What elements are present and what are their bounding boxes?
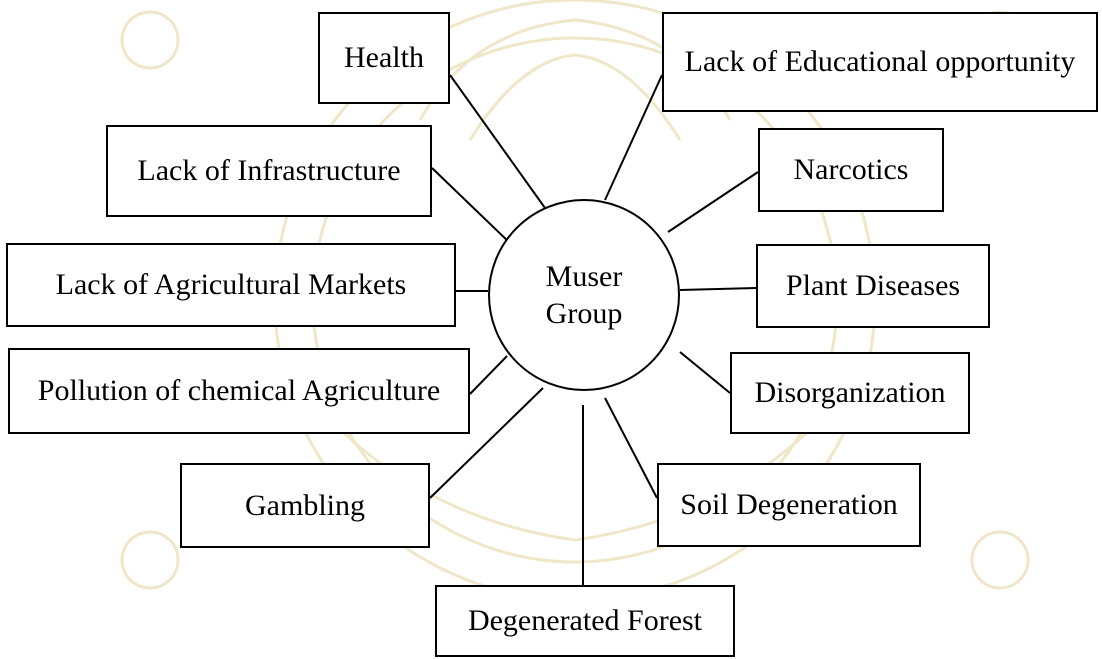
- connector-education: [604, 74, 663, 201]
- node-lack-of-agricultural-markets: Lack of Agricultural Markets: [6, 243, 456, 327]
- connector-infrastructure: [431, 167, 513, 246]
- connector-gambling: [429, 387, 544, 499]
- node-lack-of-educational-opportunity: Lack of Educational opportunity: [662, 12, 1098, 112]
- node-health: Health: [318, 12, 450, 104]
- node-gambling: Gambling: [180, 463, 430, 548]
- connector-pollution: [469, 355, 508, 395]
- center-label-line2: Group: [545, 297, 623, 330]
- node-lack-of-infrastructure: Lack of Infrastructure: [106, 125, 432, 217]
- node-degenerated-forest: Degenerated Forest: [435, 585, 735, 657]
- connector-soil: [604, 397, 658, 499]
- connector-health: [449, 74, 546, 209]
- connector-disorganization: [679, 351, 731, 394]
- node-plant-diseases: Plant Diseases: [756, 244, 990, 328]
- node-pollution-of-chemical-agriculture: Pollution of chemical Agriculture: [8, 348, 470, 434]
- node-soil-degeneration: Soil Degeneration: [657, 463, 921, 547]
- node-disorganization: Disorganization: [730, 352, 970, 434]
- center-label-line1: Muser: [545, 259, 623, 293]
- center-circle: Muser Group: [488, 199, 680, 391]
- connector-plant-diseases: [679, 287, 757, 291]
- connector-narcotics: [667, 171, 759, 233]
- node-narcotics: Narcotics: [758, 128, 944, 212]
